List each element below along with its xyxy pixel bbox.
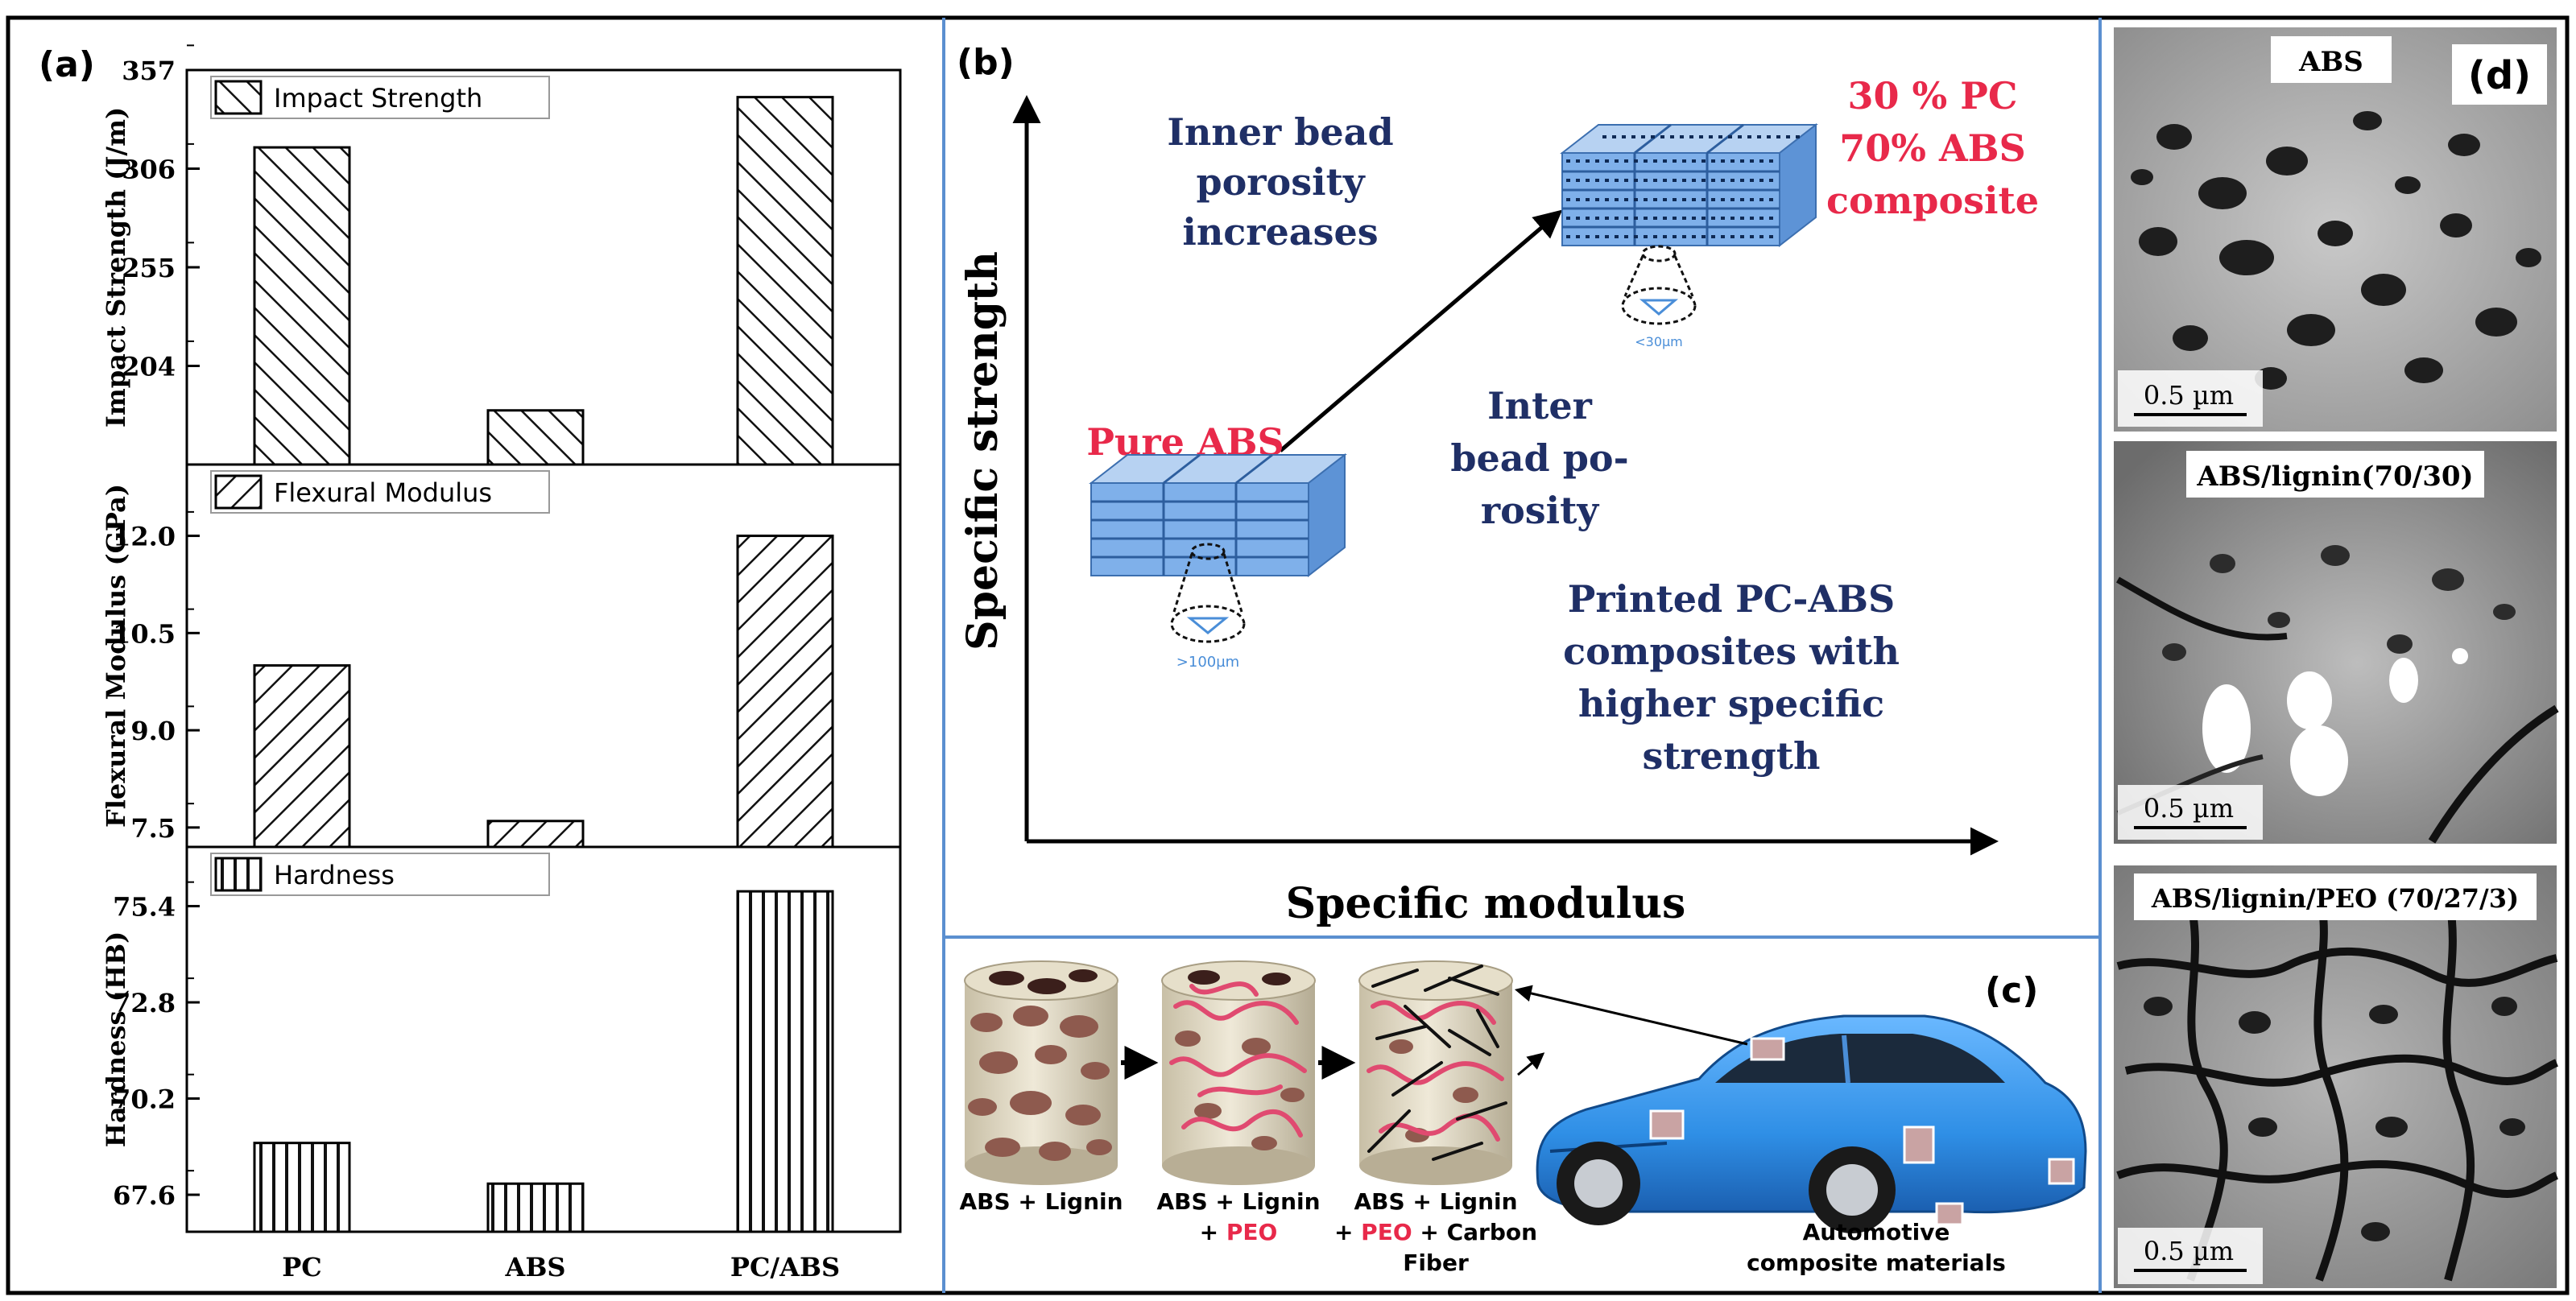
hardness-bar-pc-abs [736, 890, 834, 1233]
hardness-bar-pc [253, 1142, 351, 1233]
printed-line-3: higher specific [1578, 682, 1884, 725]
cylinder-abs-lignin: ABS + Lignin [959, 960, 1123, 1215]
flexural-bar-pc [253, 664, 351, 849]
composite-line-1: 30 % PC [1848, 74, 2018, 118]
car-caption-line-2: composite materials [1747, 1249, 2006, 1276]
impact-legend-label: Impact Strength [274, 83, 482, 114]
cylinder-3-caption-line-3: Fiber [1403, 1249, 1469, 1276]
peo-word-3: PEO [1361, 1219, 1412, 1245]
pore-small-label: <30µm [1635, 334, 1683, 349]
scale-label-3: 0.5 µm [2144, 1236, 2234, 1266]
pure-abs-bead-stack: >100µm [1089, 452, 1347, 671]
inner-bead-line-2: porosity [1196, 160, 1365, 204]
composite-line-2: 70% ABS [1839, 126, 2026, 170]
hardness-ytick-label-3: 67.6 [113, 1180, 176, 1211]
arrow-c4 [1514, 985, 1748, 1046]
panel-label-a: (a) [39, 44, 95, 85]
category-label-pc: PC [282, 1252, 322, 1282]
printed-line-4: strength [1643, 734, 1821, 778]
flexural-legend-label: Flexural Modulus [274, 477, 492, 508]
micrograph-1-label: ABS [2298, 46, 2363, 78]
micrograph-3-label: ABS/lignin/PEO (70/27/3) [2151, 883, 2519, 914]
printed-line-1: Printed PC-ABS [1568, 577, 1896, 621]
cylinder-3-caption-line-1: ABS + Lignin [1354, 1188, 1517, 1215]
specific-strength-label: Specific strength [958, 251, 1007, 650]
hardness-bar-abs [486, 1182, 585, 1233]
inner-bead-line-1: Inner bead [1167, 110, 1393, 154]
flexural-bar-pc-abs [736, 535, 834, 849]
flexural-bar-abs [486, 820, 585, 849]
impact-bar-pc [253, 146, 351, 466]
hardness-legend-box [210, 853, 550, 896]
car-caption-line-1: Automotive [1803, 1219, 1950, 1245]
panel-label-b: (b) [957, 42, 1015, 83]
flexural-ytick-label-0: 12.0 [113, 522, 176, 552]
figure-frame [6, 15, 2570, 1295]
micrograph-abs-lignin-peo: ABS/lignin/PEO (70/27/3) 0.5 µm [2114, 865, 2559, 1288]
flexural-ylabel: Flexural Modulus (GPa) [101, 484, 131, 828]
impact-bar-abs [486, 409, 585, 466]
arrow-c3 [1517, 1052, 1545, 1076]
hardness-legend-swatch [214, 857, 263, 892]
panel-label-c: (c) [1985, 970, 2038, 1011]
impact-ylabel: Impact Strength (J/m) [101, 107, 131, 427]
inter-bead-line-1: Inter [1487, 384, 1592, 427]
flexural-legend-swatch [214, 474, 263, 510]
panel-label-d: (d) [2468, 53, 2531, 98]
cylinder-2-caption-line-2: + PEO [1200, 1219, 1278, 1245]
specific-modulus-label: Specific modulus [1286, 879, 1686, 928]
impact-legend-box [210, 76, 550, 119]
inter-bead-line-3: rosity [1481, 489, 1600, 532]
flexural-ytick-label-2: 9.0 [130, 716, 176, 746]
composite-line-3: composite [1826, 179, 2039, 222]
inner-bead-line-3: increases [1182, 210, 1378, 254]
impact-ytick-label-3: 204 [122, 352, 176, 382]
car-illustration [1536, 1014, 2087, 1233]
cylinder-3-caption-line-2: + PEO + Carbon [1334, 1219, 1537, 1245]
panel-c: (c) ABS + Lignin [959, 960, 2087, 1276]
cylinder-1-caption: ABS + Lignin [959, 1188, 1123, 1215]
hardness-ylabel: Hardness (HB) [101, 931, 131, 1148]
micrograph-2-label: ABS/lignin(70/30) [2196, 461, 2473, 493]
micrograph-abs-lignin: ABS/lignin(70/30) 0.5 µm [2114, 441, 2559, 844]
pore-large-label: >100µm [1176, 654, 1239, 671]
cylinder-abs-lignin-peo: ABS + Lignin + PEO [1156, 960, 1321, 1245]
hardness-ytick-label-0: 75.4 [113, 892, 176, 923]
scale-label-2: 0.5 µm [2144, 793, 2234, 824]
impact-ytick-label-0: 357 [122, 56, 176, 86]
hardness-ytick-label-1: 72.8 [113, 988, 176, 1018]
scale-label-1: 0.5 µm [2144, 380, 2234, 411]
panel-d: ABS (d) 0.5 µm ABS/lignin(70/30) [2114, 27, 2559, 1288]
flexural-ytick-label-1: 10.5 [113, 618, 176, 649]
micrograph-abs: ABS (d) 0.5 µm [2114, 27, 2557, 432]
peo-word-2: PEO [1226, 1219, 1277, 1245]
cylinder-2-caption-line-1: ABS + Lignin [1156, 1188, 1320, 1215]
hardness-legend-label: Hardness [274, 860, 395, 890]
flexural-ytick-label-3: 7.5 [130, 813, 176, 844]
category-label-abs: ABS [505, 1252, 566, 1282]
inter-bead-line-2: bead po- [1450, 436, 1628, 480]
hardness-ytick-label-2: 70.2 [113, 1084, 176, 1115]
impact-legend-swatch [214, 80, 263, 115]
category-label-pc-abs: PC/ABS [730, 1252, 840, 1282]
impact-ytick-label-2: 255 [122, 253, 176, 283]
panel-b: (b) Specific strength Specific modulus I… [957, 42, 2039, 928]
impact-ytick-label-1: 306 [122, 155, 176, 185]
composite-bead-stack: <30µm [1560, 122, 1818, 349]
printed-line-2: composites with [1563, 630, 1900, 673]
cylinder-abs-lignin-peo-cf: ABS + Lignin + PEO + Carbon Fiber [1334, 960, 1537, 1276]
trend-arrow [1279, 209, 1563, 452]
impact-bar-pc-abs [736, 96, 834, 466]
flexural-legend-box [210, 470, 550, 514]
